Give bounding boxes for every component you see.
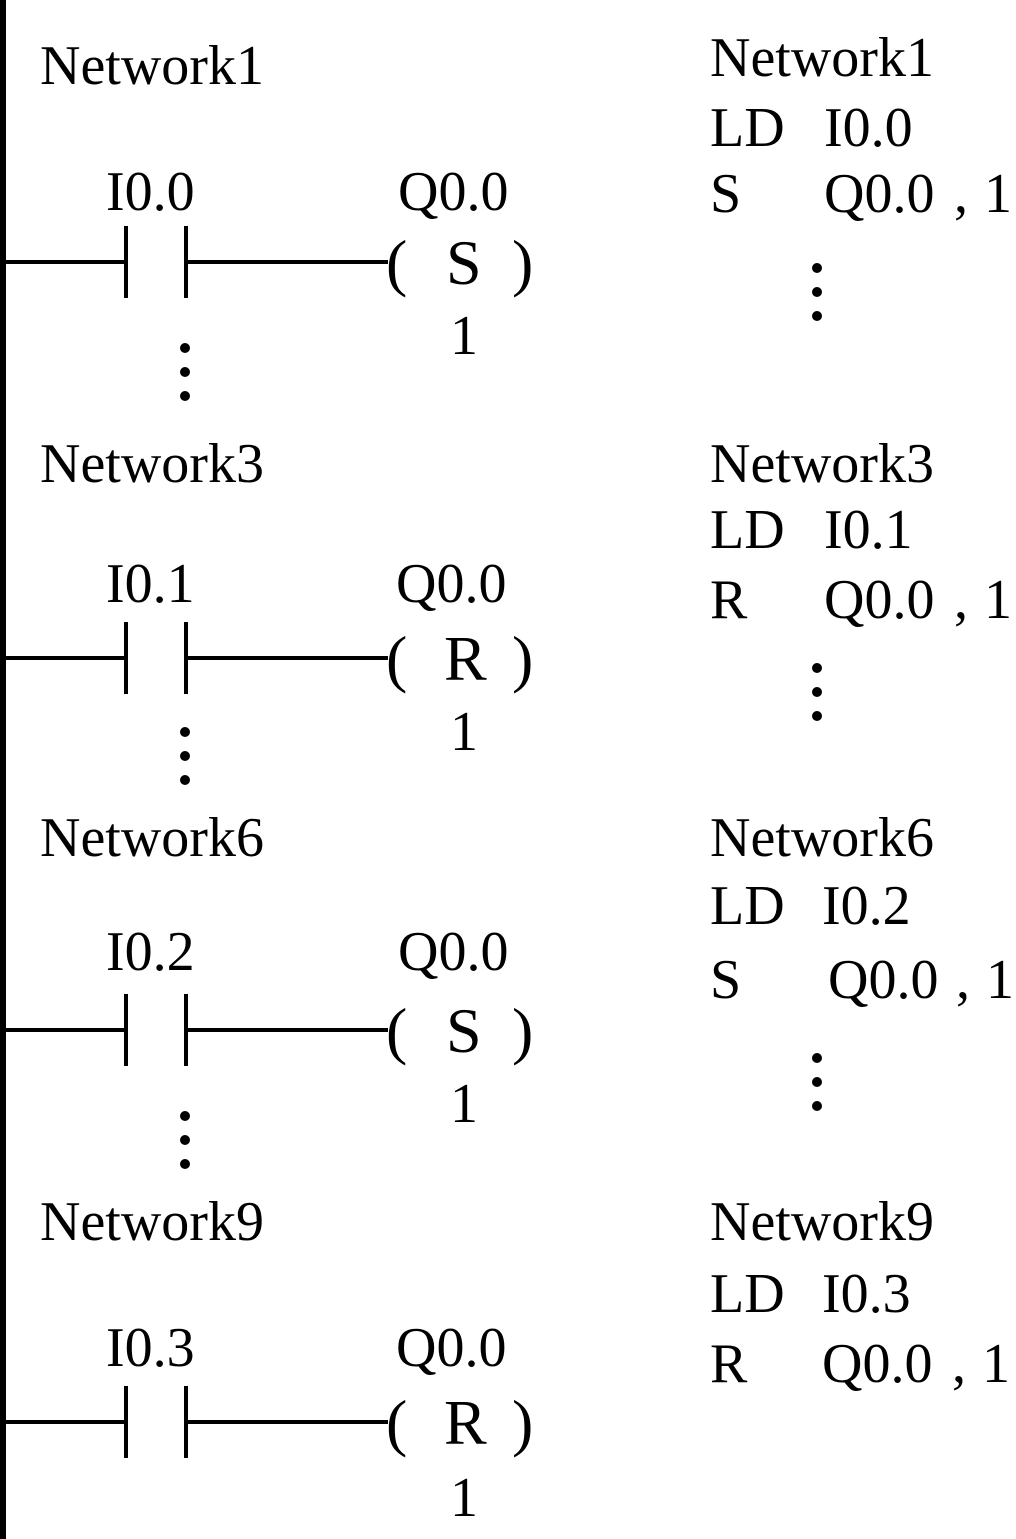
coil-op: S (446, 995, 482, 1066)
normally-open-contact (124, 226, 188, 298)
stl-out-n: 1 (982, 1333, 1010, 1395)
coil-paren-open: ( (386, 1387, 407, 1458)
coil-paren-close: ) (512, 227, 533, 298)
stl-out-op: R (710, 569, 748, 631)
coil-label: Q0.0 (398, 921, 508, 983)
ladder-network-9: Network9 I0.3 Q0.0 ( R ) 1 (3, 1191, 533, 1529)
coil-paren-open: ( (386, 623, 407, 694)
coil-op: R (444, 623, 487, 694)
ladder-network-3: Network3 I0.1 Q0.0 ( R ) 1 (3, 433, 533, 785)
normally-open-contact (124, 1386, 188, 1458)
stl-network-title: Network9 (710, 1191, 934, 1253)
coil-paren-close: ) (512, 623, 533, 694)
stl-ld-arg: I0.2 (822, 875, 911, 937)
coil-paren-open: ( (386, 227, 407, 298)
stl-out-arg: Q0.0 (824, 569, 934, 631)
normally-open-contact (124, 994, 188, 1066)
ladder-network-title: Network1 (40, 35, 264, 97)
coil-count: 1 (450, 305, 478, 367)
set-coil: ( S ) (386, 995, 533, 1066)
stl-network-title: Network6 (710, 807, 934, 869)
stl-out-sep: , (954, 163, 968, 225)
stl-ld-op: LD (710, 1263, 785, 1325)
reset-coil: ( R ) (386, 1387, 533, 1458)
contact-label: I0.0 (106, 161, 195, 223)
stl-network-title: Network1 (710, 27, 934, 89)
ladder-network-6: Network6 I0.2 Q0.0 ( S ) 1 (3, 807, 533, 1169)
stl-network-1: Network1 LD I0.0 S Q0.0 , 1 (710, 27, 1012, 321)
continuation-dots (180, 1111, 190, 1169)
ladder-network-title: Network9 (40, 1191, 264, 1253)
continuation-dots (180, 727, 190, 785)
stl-out-arg: Q0.0 (828, 949, 938, 1011)
stl-network-title: Network3 (710, 433, 934, 495)
stl-ld-arg: I0.0 (824, 97, 913, 159)
normally-open-contact (124, 622, 188, 694)
coil-op: S (446, 227, 482, 298)
ladder-network-title: Network6 (40, 807, 264, 869)
reset-coil: ( R ) (386, 623, 533, 694)
stl-out-op: S (710, 163, 741, 225)
stl-out-sep: , (956, 949, 970, 1011)
continuation-dots (812, 1053, 822, 1111)
stl-out-n: 1 (984, 163, 1012, 225)
coil-count: 1 (450, 701, 478, 763)
stl-ld-arg: I0.3 (822, 1263, 911, 1325)
stl-out-op: S (710, 949, 741, 1011)
stl-ld-op: LD (710, 97, 785, 159)
continuation-dots (812, 663, 822, 721)
coil-label: Q0.0 (396, 553, 506, 615)
stl-network-9: Network9 LD I0.3 R Q0.0 , 1 (710, 1191, 1010, 1395)
coil-op: R (444, 1387, 487, 1458)
stl-out-op: R (710, 1333, 748, 1395)
coil-count: 1 (450, 1073, 478, 1135)
ladder-network-title: Network3 (40, 433, 264, 495)
stl-network-3: Network3 LD I0.1 R Q0.0 , 1 (710, 433, 1012, 721)
contact-label: I0.1 (106, 553, 195, 615)
stl-ld-arg: I0.1 (824, 499, 913, 561)
stl-out-arg: Q0.0 (824, 163, 934, 225)
stl-out-sep: , (952, 1333, 966, 1395)
coil-paren-close: ) (512, 995, 533, 1066)
contact-label: I0.2 (106, 921, 195, 983)
continuation-dots (180, 343, 190, 401)
stl-out-arg: Q0.0 (822, 1333, 932, 1395)
coil-label: Q0.0 (398, 161, 508, 223)
coil-paren-close: ) (512, 1387, 533, 1458)
ladder-network-1: Network1 I0.0 Q0.0 ( S ) 1 (3, 35, 533, 401)
coil-label: Q0.0 (396, 1317, 506, 1379)
continuation-dots (812, 263, 822, 321)
stl-out-sep: , (954, 569, 968, 631)
coil-count: 1 (450, 1467, 478, 1529)
stl-ld-op: LD (710, 875, 785, 937)
contact-label: I0.3 (106, 1317, 195, 1379)
stl-ld-op: LD (710, 499, 785, 561)
stl-network-6: Network6 LD I0.2 S Q0.0 , 1 (710, 807, 1014, 1111)
stl-out-n: 1 (984, 569, 1012, 631)
set-coil: ( S ) (386, 227, 533, 298)
stl-out-n: 1 (986, 949, 1014, 1011)
coil-paren-open: ( (386, 995, 407, 1066)
